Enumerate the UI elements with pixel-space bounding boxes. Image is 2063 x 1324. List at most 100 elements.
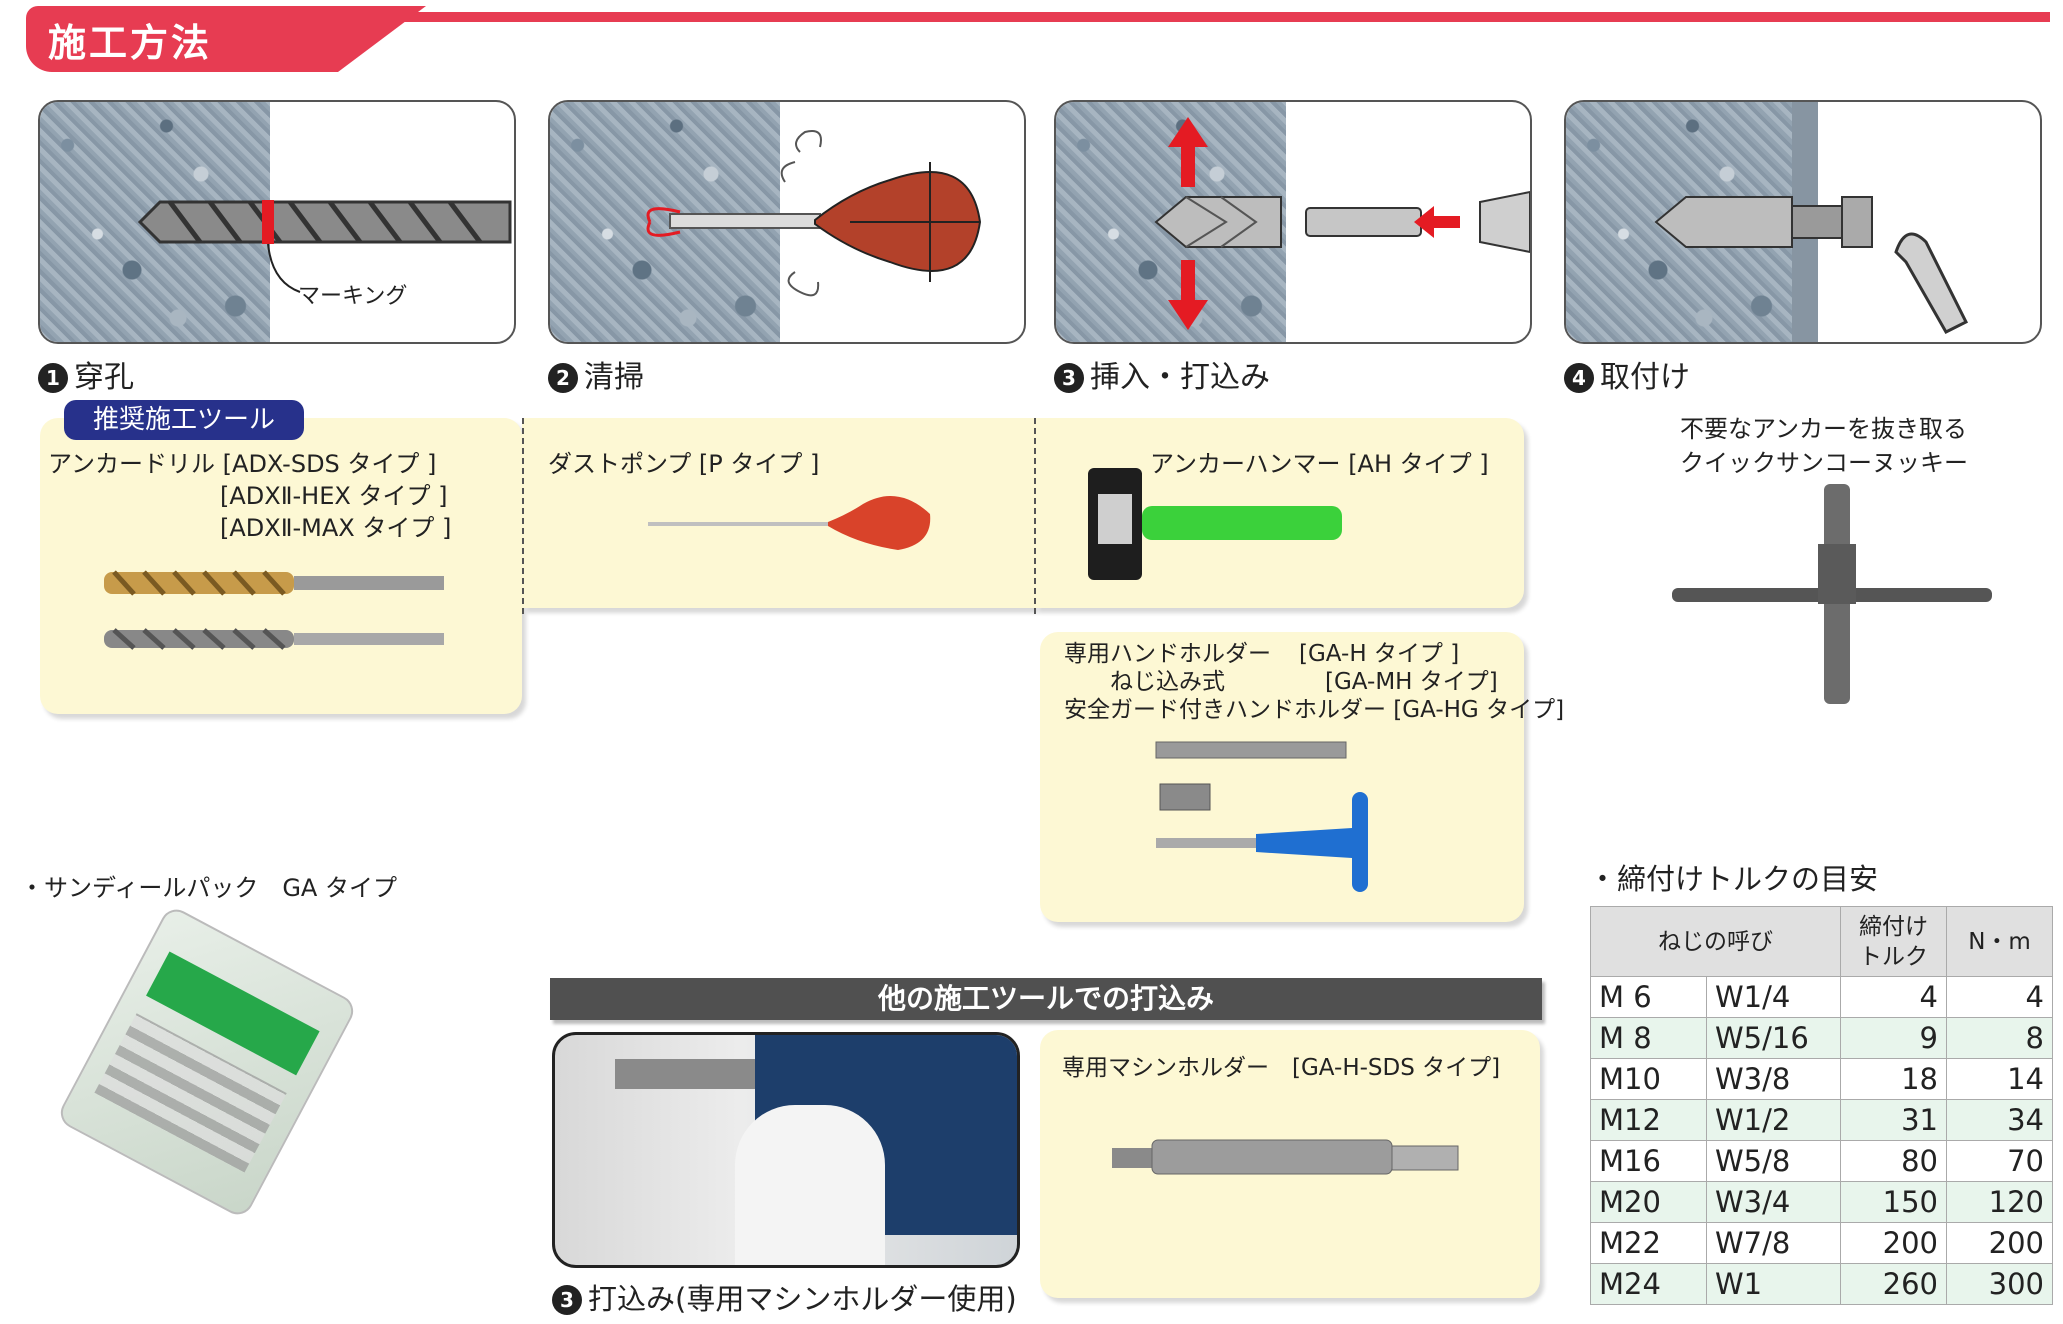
- table-cell: M20: [1590, 1181, 1707, 1223]
- machine-holder-photo: [552, 1032, 1020, 1268]
- table-cell: M22: [1590, 1222, 1707, 1264]
- table-cell: 260: [1840, 1263, 1947, 1305]
- machine-holder-image: [1112, 1139, 1459, 1175]
- table-cell: W5/16: [1706, 1017, 1841, 1059]
- recommended-tools-badge: 推奨施工ツール: [64, 400, 304, 440]
- table-cell: 4: [1840, 976, 1947, 1018]
- step-label-text: 挿入・打込み: [1090, 360, 1270, 395]
- remover-name: クイックサンコーヌッキー: [1680, 449, 1968, 477]
- table-cell: 9: [1840, 1017, 1947, 1059]
- header-rule: [30, 12, 2050, 22]
- table-cell: 31: [1840, 1099, 1947, 1141]
- table-cell: M12: [1590, 1099, 1707, 1141]
- header-name: ねじの呼び: [1590, 906, 1841, 977]
- table-cell: 200: [1840, 1222, 1947, 1264]
- table-cell: W1: [1706, 1263, 1841, 1305]
- anchor-hammer-image: [1088, 468, 1342, 580]
- table-cell: 8: [1946, 1017, 2053, 1059]
- fastening-illustration: [1654, 102, 1969, 342]
- hand-holder-text: 専用ハンドホルダー [GA-H タイプ ] ねじ込み式 [GA-MH タイプ] 安全…: [1064, 640, 1564, 724]
- dust-pump-illustration: [646, 130, 982, 297]
- table-cell: 150: [1840, 1181, 1947, 1223]
- table-cell: 70: [1946, 1140, 2053, 1182]
- table-cell: W1/2: [1706, 1099, 1841, 1141]
- table-cell: W7/8: [1706, 1222, 1841, 1264]
- step-number: 3: [552, 1285, 582, 1315]
- step-number: 3: [1054, 363, 1084, 393]
- anchor-hammer-name: アンカーハンマー [AH タイプ ]: [1150, 450, 1489, 478]
- table-header-row: ねじの呼び 締付けトルク N・m: [1590, 906, 2053, 977]
- step-label-text: 取付け: [1600, 360, 1690, 395]
- quick-remover-image: [1672, 484, 1992, 704]
- drill-bit-illustration: [137, 200, 512, 293]
- table-cell: M10: [1590, 1058, 1707, 1100]
- anchor-drill-image: [104, 570, 444, 650]
- table-cell: 34: [1946, 1099, 2053, 1141]
- step-label-text: 穿孔: [74, 360, 134, 395]
- sundeal-pack-image: [55, 904, 359, 1220]
- holder-name-3: 安全ガード付きハンドホルダー [GA-HG タイプ]: [1064, 697, 1565, 723]
- drill-name-3: [ADXⅡ-MAX タイプ ]: [220, 514, 452, 542]
- pack-label: ・サンディールパック GA タイプ: [20, 874, 397, 902]
- step-1-image: マーキング: [38, 100, 516, 344]
- table-cell: W3/8: [1706, 1058, 1841, 1100]
- hand-holder-panel: [1040, 632, 1524, 922]
- step-3-image: [1054, 100, 1532, 344]
- remover-text: 不要なアンカーを抜き取る クイックサンコーヌッキー: [1680, 412, 1968, 480]
- step-label-text: 清掃: [584, 360, 644, 395]
- table-cell: 200: [1946, 1222, 2053, 1264]
- step-number: 4: [1564, 363, 1594, 393]
- step-4-image: [1564, 100, 2042, 344]
- marking-annotation: マーキング: [298, 284, 408, 309]
- page-title: 施工方法: [48, 21, 213, 65]
- table-cell: W5/8: [1706, 1140, 1841, 1182]
- step-2-image: [548, 100, 1026, 344]
- table-cell: 14: [1946, 1058, 2053, 1100]
- table-cell: 4: [1946, 976, 2053, 1018]
- header-torque-1: 締付け: [1859, 913, 1928, 940]
- table-cell: 80: [1840, 1140, 1947, 1182]
- table-cell: 300: [1946, 1263, 2053, 1305]
- holder-type-2: [GA-MH タイプ]: [1325, 669, 1498, 695]
- header-torque: 締付けトルク: [1840, 906, 1947, 977]
- insert-illustration: [1154, 117, 1530, 330]
- header-unit: N・m: [1946, 906, 2053, 977]
- step-number: 1: [38, 363, 68, 393]
- hand-holder-image: [1155, 741, 1368, 892]
- step-number: 2: [548, 363, 578, 393]
- pump-panel: [522, 418, 1034, 608]
- torque-title: ・締付けトルクの目安: [1588, 862, 1879, 896]
- machine-holder-name: 専用マシンホルダー [GA-H-SDS タイプ]: [1062, 1055, 1501, 1081]
- table-cell: M 6: [1590, 976, 1707, 1018]
- header-torque-2: トルク: [1859, 943, 1928, 970]
- table-cell: 18: [1840, 1058, 1947, 1100]
- holder-type-1: [GA-H タイプ ]: [1299, 641, 1460, 667]
- other-tools-bar: 他の施工ツールでの打込み: [550, 978, 1542, 1020]
- drill-name-1: アンカードリル [ADX-SDS タイプ ]: [48, 450, 437, 478]
- drill-name-2: [ADXⅡ-HEX タイプ ]: [220, 482, 448, 510]
- table-cell: M16: [1590, 1140, 1707, 1182]
- table-cell: W1/4: [1706, 976, 1841, 1018]
- table-cell: 120: [1946, 1181, 2053, 1223]
- panel-divider: [522, 418, 524, 614]
- holder-name-1: 専用ハンドホルダー: [1064, 641, 1271, 667]
- photo-label-text: 打込み(専用マシンホルダー使用): [588, 1282, 1017, 1316]
- dust-pump-image: [648, 496, 931, 550]
- holder-name-2: ねじ込み式: [1110, 669, 1225, 695]
- table-cell: M 8: [1590, 1017, 1707, 1059]
- table-cell: M24: [1590, 1263, 1707, 1305]
